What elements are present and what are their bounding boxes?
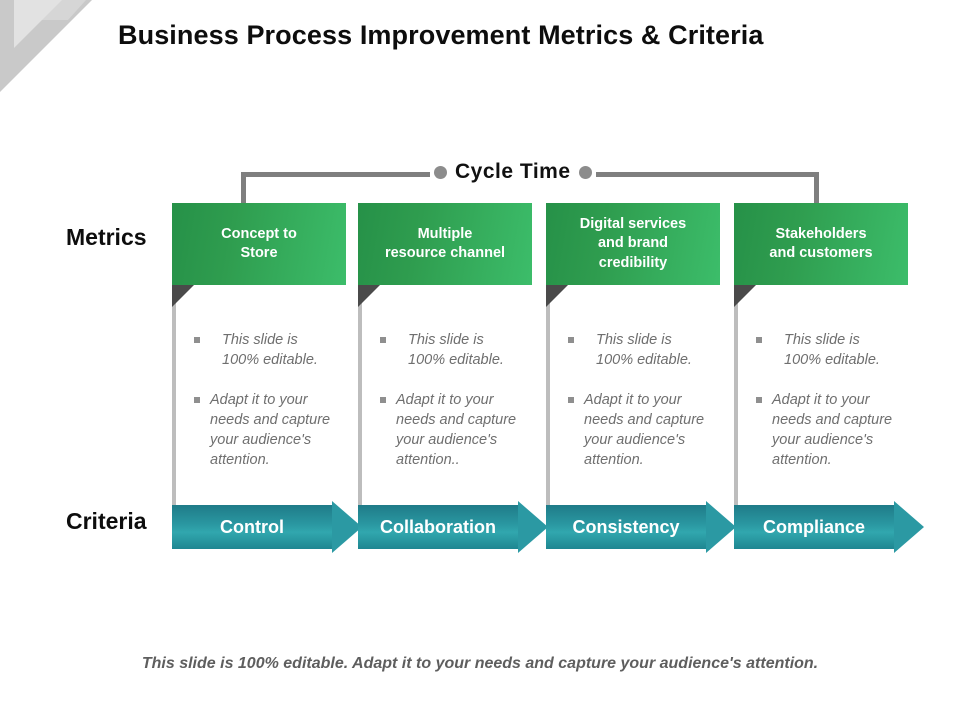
bullet-square-icon xyxy=(568,397,574,403)
cycle-time-label: Cycle Time xyxy=(455,160,571,183)
column-connector-line xyxy=(546,288,550,508)
bullet-list: This slide is 100% editable. Adapt it to… xyxy=(366,330,544,470)
list-item: Adapt it to your needs and capture your … xyxy=(568,390,732,470)
metric-chevron[interactable]: Multiple resource channel xyxy=(358,203,532,285)
bullet-list: This slide is 100% editable. Adapt it to… xyxy=(742,330,920,470)
bullet-text: Adapt it to your needs and capture your … xyxy=(396,392,517,468)
list-item: This slide is 100% editable. xyxy=(756,330,920,370)
metric-chevron[interactable]: Digital services and brand credibility xyxy=(546,203,720,285)
metric-label: Concept to Store xyxy=(221,225,297,261)
bullet-list: This slide is 100% editable. Adapt it to… xyxy=(180,330,358,470)
cycle-time-label-group: Cycle Time xyxy=(430,158,596,186)
criteria-chevron[interactable]: Collaboration xyxy=(358,501,548,553)
bullet-text: Adapt it to your needs and capture your … xyxy=(210,392,331,468)
chevron-tip-icon xyxy=(894,501,924,553)
criteria-chevron[interactable]: Consistency xyxy=(546,501,736,553)
list-item: Adapt it to your needs and capture your … xyxy=(380,390,544,470)
bullet-text: This slide is 100% editable. xyxy=(222,332,318,368)
list-item: This slide is 100% editable. xyxy=(194,330,358,370)
corner-triangle-highlight xyxy=(14,0,76,48)
chevron-tip-icon xyxy=(332,501,362,553)
bullet-text: Adapt it to your needs and capture your … xyxy=(772,392,893,468)
bullet-text: This slide is 100% editable. xyxy=(408,332,504,368)
page-title: Business Process Improvement Metrics & C… xyxy=(118,20,764,50)
fold-shadow-decoration xyxy=(546,285,568,307)
row-label-metrics: Metrics xyxy=(66,224,147,250)
dot-right-icon xyxy=(578,165,592,179)
metric-chevron[interactable]: Stakeholders and customers xyxy=(734,203,908,285)
metric-label: Digital services and brand credibility xyxy=(579,216,687,271)
criteria-chevron[interactable]: Compliance xyxy=(734,501,924,553)
bullet-square-icon xyxy=(380,337,386,343)
bullet-square-icon xyxy=(194,397,200,403)
chevron-tip-icon xyxy=(518,501,548,553)
list-item: Adapt it to your needs and capture your … xyxy=(194,390,358,470)
criteria-label: Compliance xyxy=(762,516,866,537)
bullet-square-icon xyxy=(568,337,574,343)
bullet-square-icon xyxy=(380,397,386,403)
fold-shadow-decoration xyxy=(172,285,194,307)
metric-chevron[interactable]: Concept to Store xyxy=(172,203,346,285)
list-item: This slide is 100% editable. xyxy=(380,330,544,370)
criteria-label: Control xyxy=(220,516,284,537)
dot-left-icon xyxy=(434,165,447,179)
chevron-tip-icon xyxy=(706,501,736,553)
metric-label: Stakeholders and customers xyxy=(769,225,873,261)
fold-shadow-decoration xyxy=(358,285,380,307)
bullet-text: This slide is 100% editable. xyxy=(596,332,692,368)
chevron-tip-icon xyxy=(908,203,940,285)
list-item: This slide is 100% editable. xyxy=(568,330,732,370)
list-item: Adapt it to your needs and capture your … xyxy=(756,390,920,470)
bullet-square-icon xyxy=(756,337,762,343)
bullet-square-icon xyxy=(756,397,762,403)
column-connector-line xyxy=(734,288,738,508)
criteria-label: Collaboration xyxy=(380,516,496,537)
footer-note: This slide is 100% editable. Adapt it to… xyxy=(141,655,819,672)
criteria-chevron[interactable]: Control xyxy=(172,501,362,553)
column-connector-line xyxy=(172,288,176,508)
metric-label: Multiple resource channel xyxy=(384,225,506,261)
criteria-label: Consistency xyxy=(572,516,680,537)
fold-shadow-decoration xyxy=(734,285,756,307)
column-connector-line xyxy=(358,288,362,508)
bullet-square-icon xyxy=(194,337,200,343)
bullet-text: Adapt it to your needs and capture your … xyxy=(584,392,705,468)
row-label-criteria: Criteria xyxy=(66,508,147,534)
bullet-text: This slide is 100% editable. xyxy=(784,332,880,368)
bullet-list: This slide is 100% editable. Adapt it to… xyxy=(554,330,732,470)
